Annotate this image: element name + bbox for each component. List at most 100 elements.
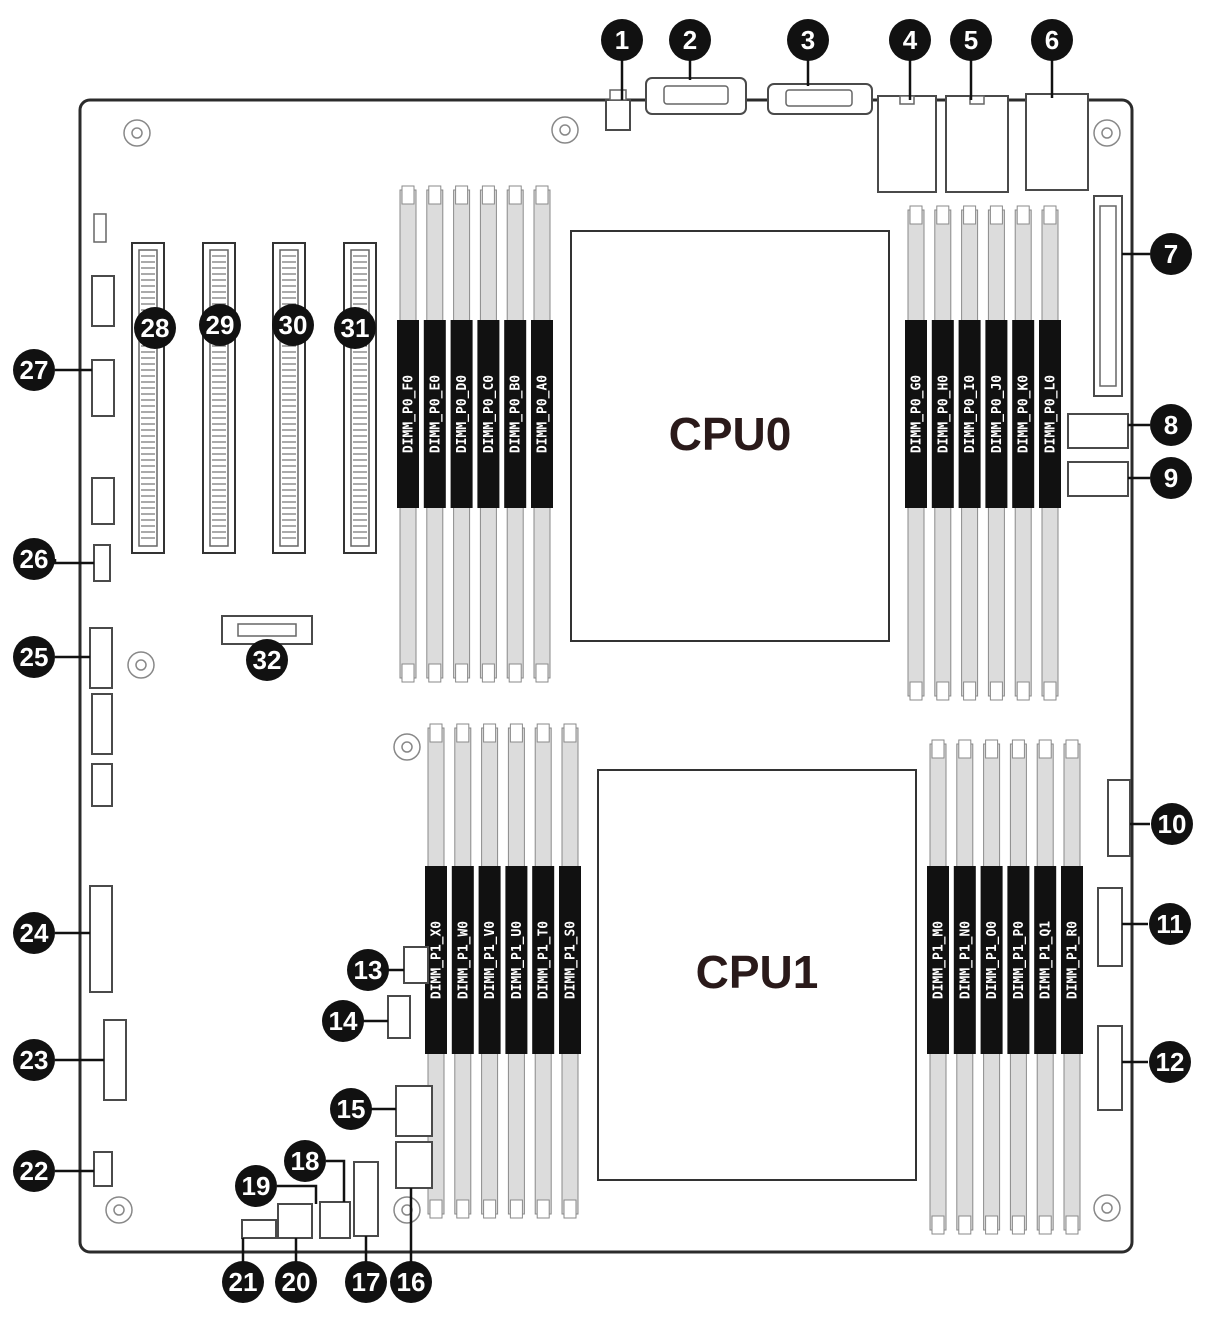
callout-marker: 31 (334, 307, 376, 349)
callout-number: 3 (801, 25, 815, 55)
header-23 (103, 1019, 127, 1101)
callout-circle (787, 19, 829, 61)
fan-connector (1107, 779, 1131, 857)
callout-number: 27 (20, 355, 49, 385)
callout-number: 32 (253, 645, 282, 675)
dimm-label: DIMM_P0_F0 (402, 375, 417, 453)
dimm-slot: DIMM_P0_G0 (905, 205, 927, 701)
dimm-label: DIMM_P1_N0 (958, 921, 973, 999)
callout-circle (330, 1088, 372, 1130)
callout-marker: 25 (13, 636, 90, 678)
callout-circle (347, 949, 389, 991)
dimm-slot: DIMM_P1_O0 (980, 739, 1003, 1235)
dimm-label: DIMM_P0_L0 (1044, 375, 1059, 453)
pcie-slot (343, 242, 377, 554)
callout-marker: 13 (347, 949, 404, 991)
dimm-slot: DIMM_P0_L0 (1039, 205, 1061, 701)
header-17 (353, 1161, 379, 1237)
header-18 (319, 1201, 351, 1239)
callout-circle (1149, 903, 1191, 945)
callout-marker: 14 (322, 1000, 388, 1042)
callout-marker: 15 (330, 1088, 396, 1130)
callout-number: 25 (20, 642, 49, 672)
dimm-slot: DIMM_P0_A0 (531, 185, 553, 683)
header-24 (89, 885, 113, 993)
cpu0-label: CPU0 (669, 408, 792, 460)
callout-number: 6 (1045, 25, 1059, 55)
callout-marker: 16 (390, 1188, 432, 1303)
cpu0-aux-power-connector (1067, 461, 1129, 497)
callout-number: 1 (615, 25, 629, 55)
callout-marker: 5 (950, 19, 992, 100)
callout-circle (1150, 233, 1192, 275)
callout-marker: 18 (284, 1140, 346, 1202)
callout-circle (669, 19, 711, 61)
dimm-label: DIMM_P1_R0 (1066, 921, 1081, 999)
callout-number: 9 (1164, 463, 1178, 493)
dimm-label: DIMM_P0_D0 (455, 375, 470, 453)
atx-power-connector (1093, 195, 1123, 397)
callout-number: 2 (683, 25, 697, 55)
cpu0-socket (570, 230, 890, 642)
callout-number: 15 (337, 1094, 366, 1124)
dimm-label: DIMM_P0_E0 (428, 375, 443, 453)
callout-marker: 19 (235, 1165, 318, 1207)
callout-number: 22 (20, 1156, 49, 1186)
dimm-label: DIMM_P0_K0 (1017, 375, 1032, 453)
serial-port-connector (767, 83, 873, 115)
dimm-label: DIMM_P0_C0 (482, 375, 497, 453)
callout-number: 21 (229, 1267, 258, 1297)
callout-marker: 29 (199, 304, 241, 346)
callout-number: 13 (354, 955, 383, 985)
callout-number: 20 (282, 1267, 311, 1297)
callout-marker: 7 (1122, 233, 1192, 275)
callout-marker: 28 (134, 307, 176, 349)
callout-circle (13, 1039, 55, 1081)
callout-marker: 24 (13, 912, 90, 954)
callout-number: 11 (1156, 909, 1184, 939)
callout-number: 23 (20, 1045, 49, 1075)
callout-marker: 30 (272, 304, 314, 346)
callout-marker: 32 (246, 639, 288, 681)
usb-connector (877, 95, 937, 193)
callout-marker: 4 (889, 19, 931, 100)
callout-circle (1149, 1041, 1191, 1083)
dimm-label: DIMM_P1_U0 (510, 921, 525, 999)
mounting-holes (105, 116, 1121, 1224)
header-14 (387, 995, 411, 1039)
id-button-connector (605, 89, 631, 131)
callout-circle (950, 19, 992, 61)
dimm-slot: DIMM_P0_J0 (985, 205, 1008, 701)
callout-marker: 1 (601, 19, 643, 100)
cpu1-socket (597, 769, 917, 1181)
callout-circle (13, 349, 55, 391)
mounting-hole (1093, 1194, 1121, 1222)
callout-marker: 11 (1122, 903, 1191, 945)
callout-circle (272, 304, 314, 346)
callout-marker: 3 (787, 19, 829, 86)
callout-number: 18 (291, 1146, 320, 1176)
callout-circle (345, 1261, 387, 1303)
lan-port-2 (1025, 93, 1089, 191)
slimline-connector-1 (1097, 887, 1123, 967)
mounting-hole (105, 1196, 133, 1224)
dimm-label: DIMM_P1_V0 (483, 921, 498, 999)
battery-socket (91, 275, 115, 327)
callout-circle (601, 19, 643, 61)
callout-number: 14 (329, 1006, 358, 1036)
callout-marker: 9 (1128, 457, 1192, 499)
callout-marker: 17 (345, 1236, 387, 1303)
callout-number: 24 (20, 918, 49, 948)
vga-connector (645, 77, 747, 115)
dimm-slot: DIMM_P1_T0 (532, 723, 555, 1219)
header-25b (91, 693, 113, 755)
callout-marker: 23 (13, 1039, 104, 1081)
callout-number: 10 (1158, 809, 1187, 839)
callout-circle (222, 1261, 264, 1303)
callout-circle (284, 1140, 326, 1182)
dimm-label: DIMM_P1_M0 (932, 921, 947, 999)
